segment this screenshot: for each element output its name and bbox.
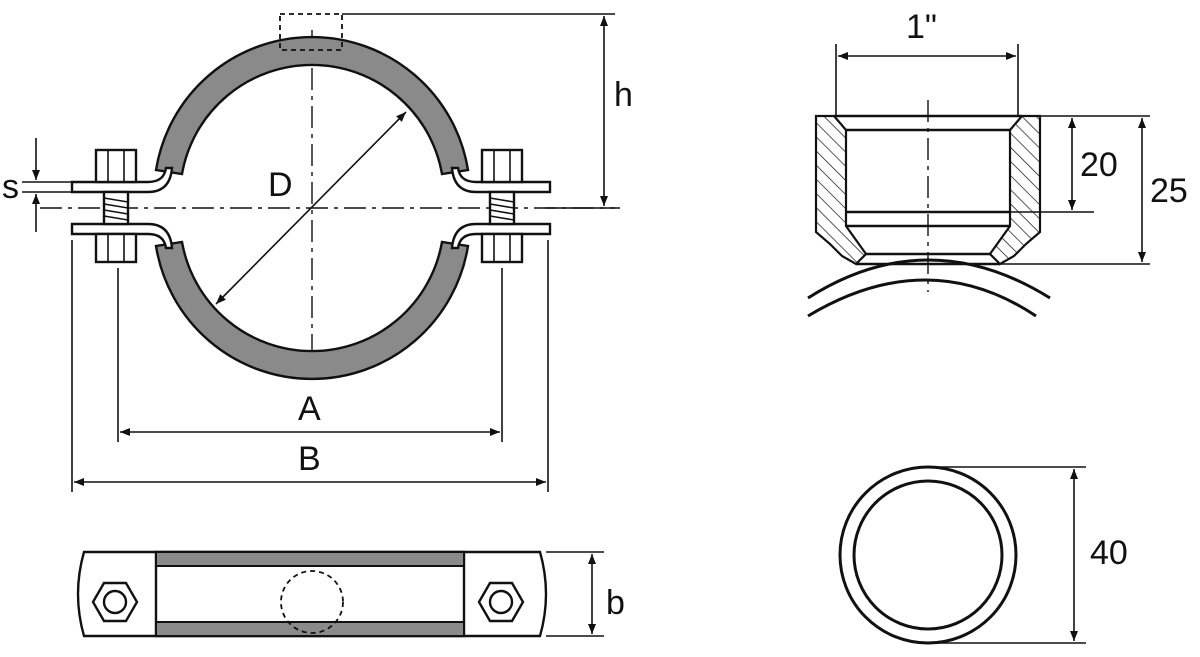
thickness-label: s: [2, 168, 19, 206]
socket-plan-view: 40: [838, 465, 1128, 645]
left-bolt: [94, 148, 138, 264]
clamp-front-view: D h s A B: [2, 13, 633, 492]
socket-outer-circle: [838, 465, 1018, 645]
right-bolt: [480, 148, 524, 264]
pipe-arc-lower: [807, 278, 1037, 318]
left-hex-nut: [91, 581, 139, 623]
socket-height-label: 25: [1150, 172, 1188, 210]
lower-band-liner: [154, 240, 470, 381]
height-label: h: [614, 76, 633, 114]
bolt-centers-label: A: [298, 390, 321, 428]
diameter-label: D: [268, 166, 293, 204]
left-lower-flange: [70, 222, 174, 250]
overall-width-label: B: [298, 440, 321, 478]
socket-wall-left: [814, 114, 868, 266]
upper-band-liner: [154, 35, 470, 176]
socket-wall-right: [988, 114, 1042, 266]
thread-size-label: 1": [906, 8, 937, 46]
band-liner-edge-top: [155, 551, 465, 567]
socket-hidden-outline: [279, 13, 343, 51]
clamp-bottom-view: b: [76, 550, 625, 638]
left-upper-flange: [70, 166, 174, 194]
socket-diameter-label: 40: [1090, 534, 1128, 572]
socket-inner-circle: [852, 479, 1004, 631]
right-upper-flange: [450, 166, 552, 194]
diameter-dimension-line: [215, 111, 407, 305]
socket-hidden-circle: [280, 570, 344, 634]
socket-section-view: 1" 20 25: [807, 8, 1188, 318]
pipe-arc-upper: [807, 258, 1051, 300]
thread-depth-label: 20: [1080, 146, 1118, 184]
band-liner-edge-bottom: [155, 621, 465, 637]
right-lower-flange: [450, 222, 552, 250]
band-width-label: b: [606, 584, 625, 622]
right-hex-nut: [477, 581, 525, 623]
